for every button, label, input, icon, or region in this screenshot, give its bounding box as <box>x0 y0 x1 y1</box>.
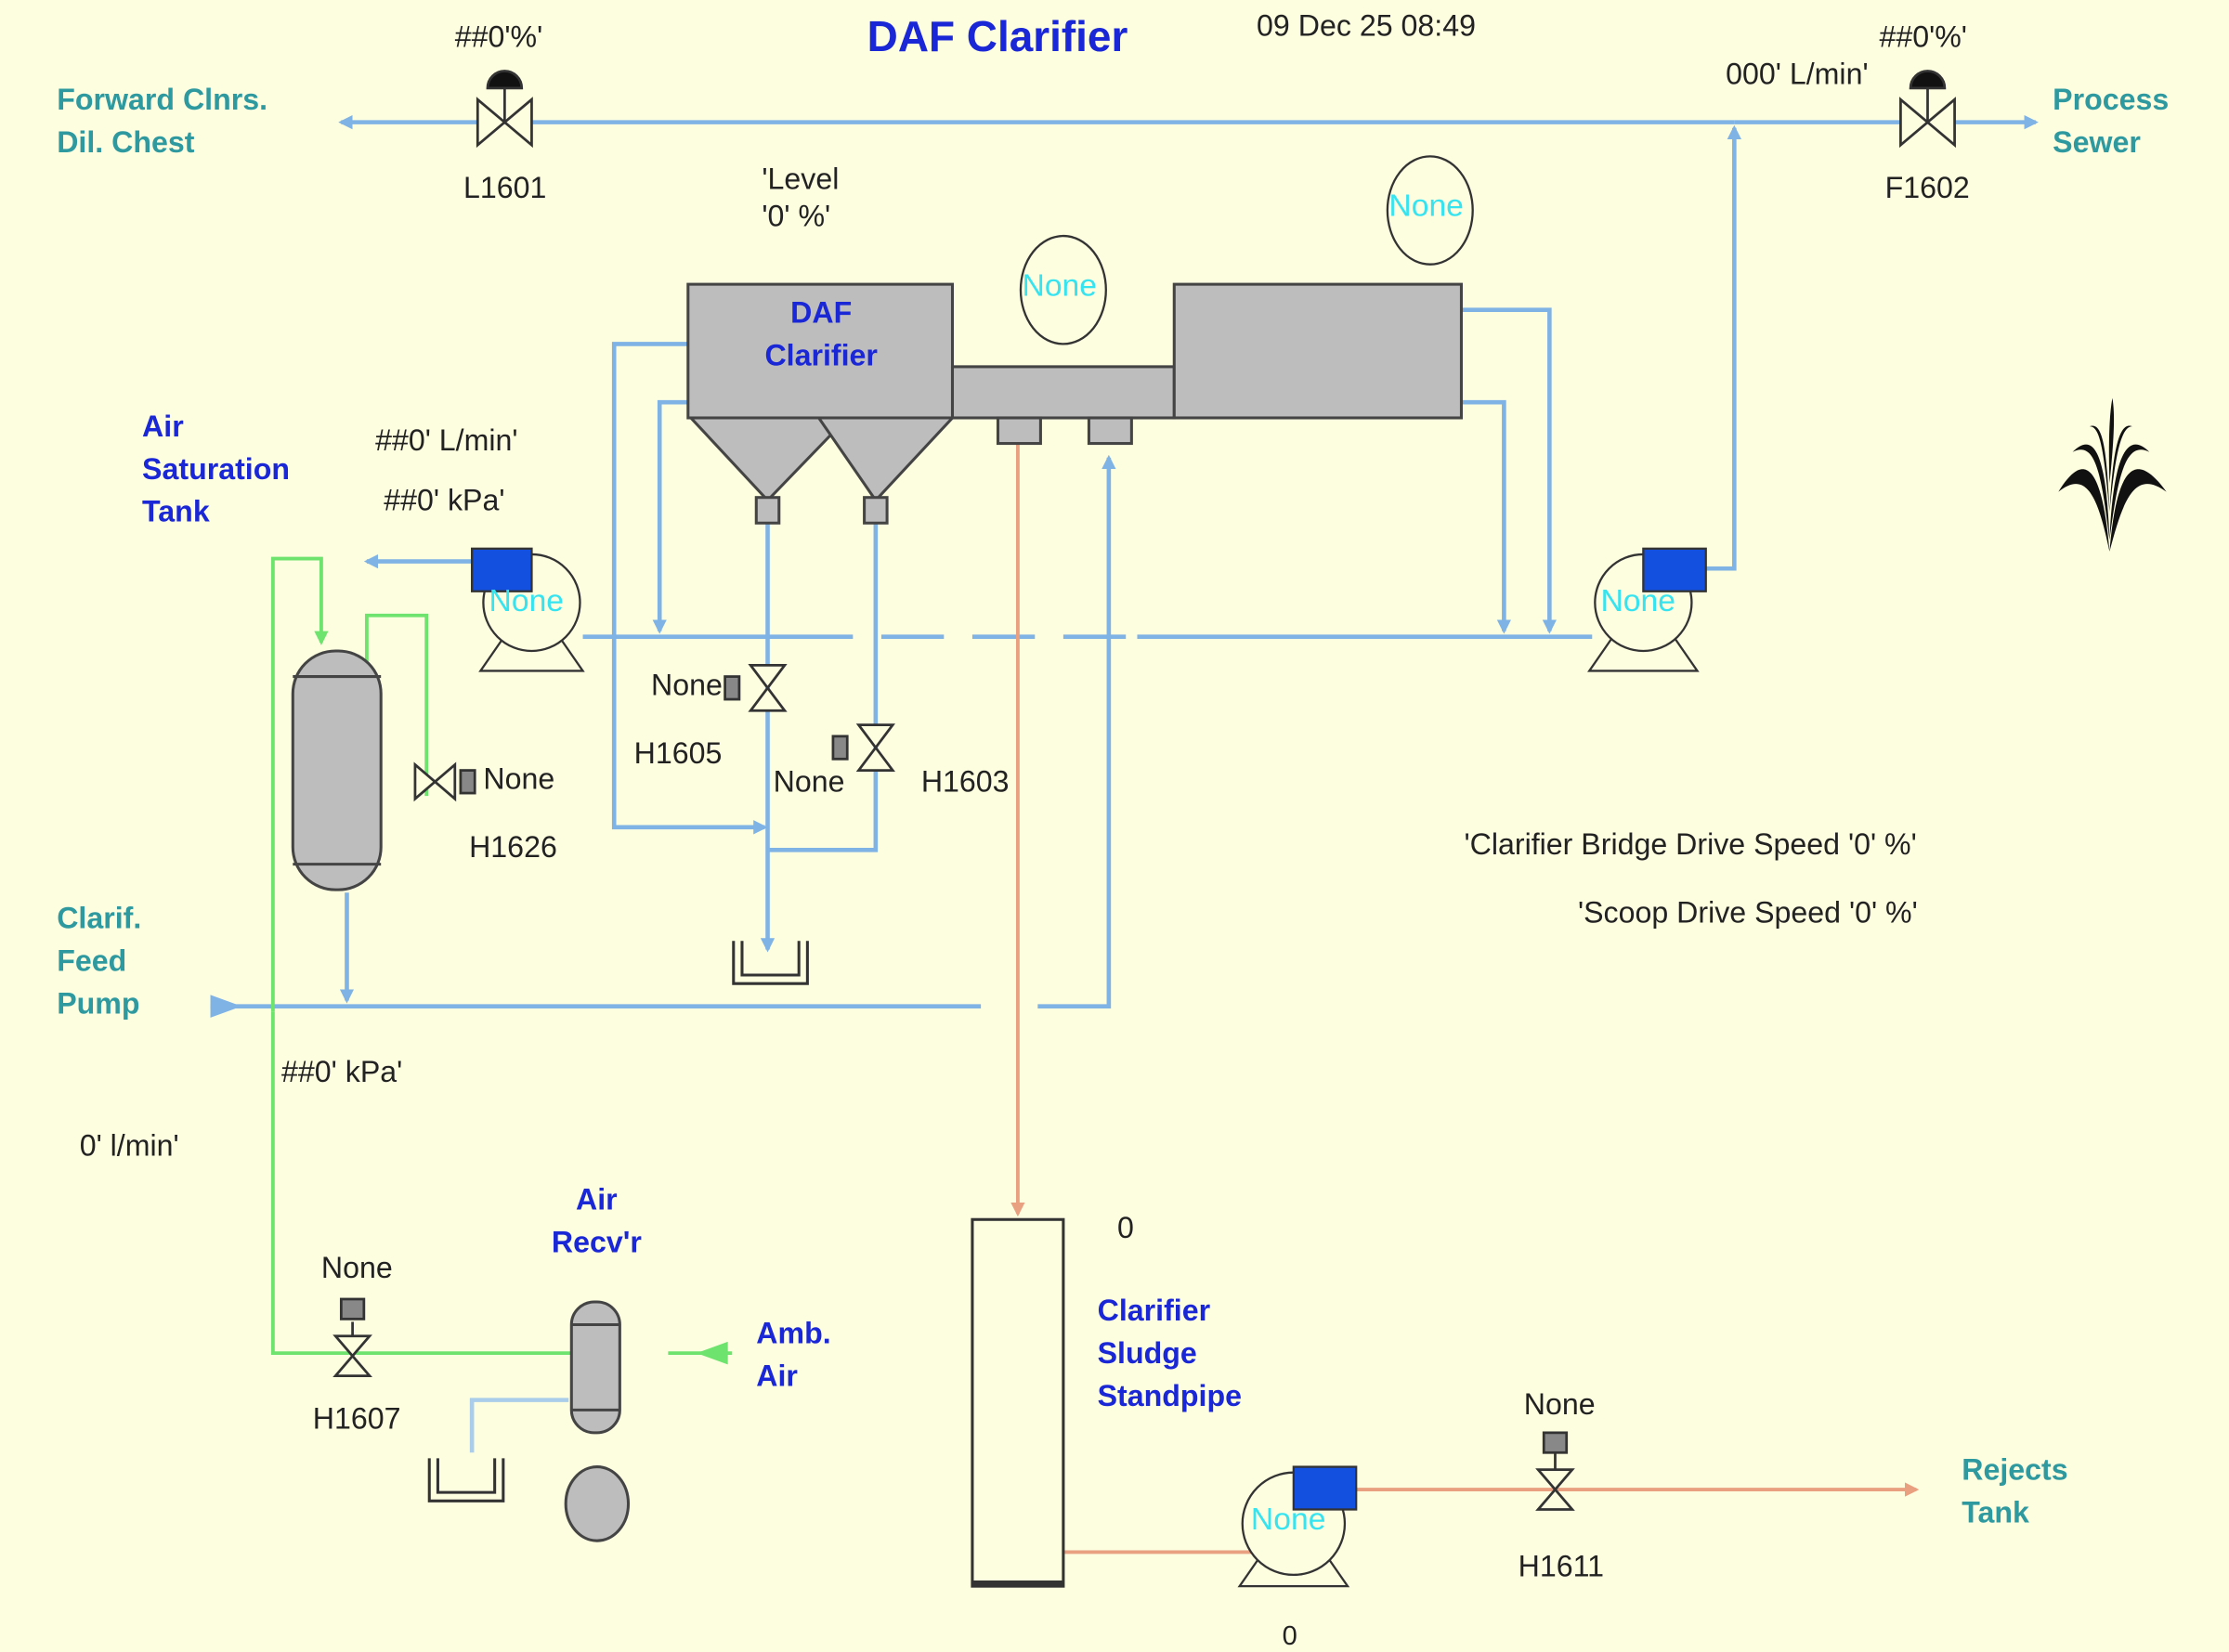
bottom-value: 0 <box>1282 1621 1297 1652</box>
valve-h1603-icon[interactable] <box>831 723 895 772</box>
h1607-status: None <box>320 1252 393 1285</box>
air-to-tank <box>270 556 329 1012</box>
recycle-riser-pipe <box>1705 124 1741 571</box>
clarifier-level-reading: 'Level'0' %' <box>762 163 840 234</box>
page-title: DAF Clarifier <box>867 14 1128 61</box>
outlet-pipe-2 <box>1461 399 1512 634</box>
air-saturation-tank-vessel <box>291 649 383 891</box>
sludge-lines <box>1010 443 1920 1554</box>
l1601-value: ##0'%' <box>454 20 543 55</box>
receiver-drain <box>469 1398 569 1453</box>
valve-h1611-icon[interactable] <box>1535 1431 1575 1511</box>
sat-pump-status: None <box>489 582 565 618</box>
amb-air-label[interactable]: Amb.Air <box>756 1317 831 1393</box>
h1611-tag: H1611 <box>1518 1550 1605 1584</box>
sat-flow-reading: ##0' L/min' <box>375 424 518 458</box>
air-receiver-vessel <box>564 1300 631 1542</box>
timestamp: 09 Dec 25 08:49 <box>1257 9 1476 43</box>
reject-pump-icon[interactable] <box>1237 1465 1358 1588</box>
recycle-pump-status: None <box>1600 582 1675 618</box>
standpipe-level-value: 0 <box>1117 1212 1134 1245</box>
h1605-status: None <box>651 669 723 703</box>
f1602-flow: 000' L/min' <box>1726 58 1869 91</box>
bridge-drive-circle <box>1019 234 1107 345</box>
h1626-tag: H1626 <box>469 831 557 865</box>
valve-h1605-icon[interactable] <box>723 663 788 712</box>
outlet-pipe-1 <box>1461 307 1558 634</box>
l1601-tag: L1601 <box>463 172 547 205</box>
clarifier-feed-pipe <box>611 342 768 835</box>
sat-pressure-reading: ##0' kPa' <box>384 484 505 518</box>
bridge-drive-status: None <box>1022 267 1098 304</box>
air-flow-reading: 0' l/min' <box>79 1129 179 1164</box>
feed-pressure-reading: ##0' kPa' <box>281 1056 403 1089</box>
reject-pump-status: None <box>1250 1501 1326 1537</box>
sludge-standpipe-vessel <box>971 1217 1065 1588</box>
air-main <box>270 1011 597 1356</box>
water-lines <box>210 114 2039 1453</box>
clarifier-return-pipe <box>652 399 691 634</box>
scoop-drive-circle <box>1386 155 1474 266</box>
valve-h1626-icon[interactable] <box>413 761 476 802</box>
h1603-status: None <box>773 765 845 800</box>
valve-f1602-icon[interactable] <box>1899 70 1956 149</box>
amb-air-arrow <box>696 1341 728 1365</box>
daf-clarifier-vessel <box>686 282 1463 525</box>
h1603-tag: H1603 <box>920 765 1010 800</box>
valve-h1607-icon[interactable] <box>332 1297 372 1377</box>
forward-chest-label[interactable]: Forward Clnrs.Dil. Chest <box>57 84 268 160</box>
h1605-tag: H1605 <box>633 737 723 771</box>
clarifier-drain-icon <box>732 941 809 985</box>
feed-pump-arrow <box>210 995 242 1018</box>
company-logo <box>2058 397 2167 552</box>
hopper2-drain <box>767 523 879 852</box>
h1626-status: None <box>483 762 555 797</box>
h1611-status: None <box>1523 1388 1596 1422</box>
recycle-pump-icon[interactable] <box>1587 547 1707 672</box>
h1607-tag: H1607 <box>312 1402 401 1436</box>
scoop-speed-reading: 'Scoop Drive Speed '0' %' <box>1577 896 1918 930</box>
valve-l1601-icon[interactable] <box>476 70 533 149</box>
f1602-tag: F1602 <box>1884 172 1970 205</box>
receiver-drain-icon <box>427 1458 505 1502</box>
scoop-drive-status: None <box>1388 188 1464 224</box>
bridge-speed-reading: 'Clarifier Bridge Drive Speed '0' %' <box>1464 828 1917 862</box>
sat-pump-icon[interactable] <box>471 547 585 672</box>
f1602-value: ##0'%' <box>1879 20 1967 55</box>
feed-line-b <box>1037 454 1116 1008</box>
